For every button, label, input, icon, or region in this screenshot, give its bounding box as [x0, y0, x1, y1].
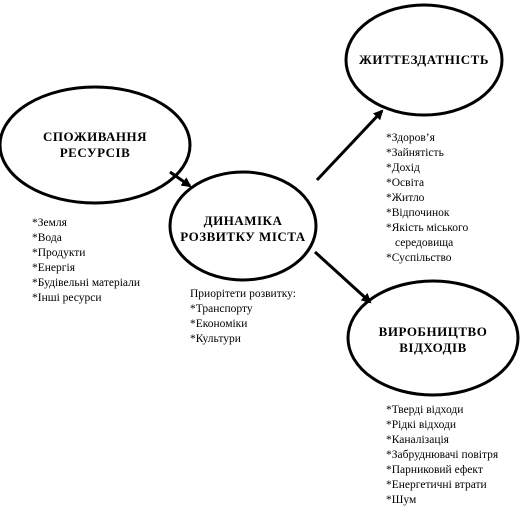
resources-title: СПОЖИВАННЯ РЕСУРСІВ: [0, 129, 190, 161]
list-item: *Освіта: [386, 177, 425, 189]
priorities-list: *Транспорту *Економіки *Культури: [190, 302, 253, 347]
list-item: *Якість міського: [386, 222, 469, 234]
list-item: *Земля: [32, 217, 67, 229]
dynamics-title-line2: РОЗВИТКУ МІСТА: [180, 229, 306, 244]
resources-title-line2: РЕСУРСІВ: [59, 145, 131, 160]
waste-ellipse: [346, 279, 520, 397]
arrow-dynamics-to-waste: [313, 250, 372, 304]
list-item: *Шум: [386, 494, 417, 506]
viability-title: ЖИТТЕЗДАТНІСТЬ: [346, 52, 502, 68]
waste-title-line2: ВІДХОДІВ: [399, 340, 467, 355]
list-item: *Інші ресурси: [32, 292, 102, 304]
resources-list: *Земля *Вода *Продукти *Енергія *Будівел…: [32, 216, 140, 306]
list-item: *Каналізація: [386, 434, 449, 446]
list-item: *Енергетичні втрати: [386, 479, 487, 491]
waste-list: *Тверді відходи *Рідкі відходи *Каналіза…: [386, 403, 498, 508]
resources-ellipse: [0, 85, 192, 205]
viability-ellipse: [344, 3, 504, 117]
list-item: *Дохід: [386, 162, 420, 174]
list-item: *Рідкі відходи: [386, 419, 457, 431]
list-item: *Відпочинок: [386, 207, 450, 219]
list-item: *Енергія: [32, 262, 75, 274]
list-item: *Суспільство: [386, 252, 452, 264]
resources-title-line1: СПОЖИВАННЯ: [42, 129, 148, 144]
dynamics-ellipse: [168, 170, 318, 282]
dynamics-title: ДИНАМІКА РОЗВИТКУ МІСТА: [170, 213, 316, 245]
arrow-resources-to-dynamics: [169, 170, 192, 188]
waste-title-line1: ВИРОБНИЦТВО: [378, 324, 488, 339]
list-item: *Культури: [190, 333, 241, 345]
priorities-title: Приорітети розвитку:: [190, 288, 296, 300]
list-item: *Транспорту: [190, 303, 253, 315]
list-item: *Економіки: [190, 318, 248, 330]
list-item: середовища: [395, 237, 454, 249]
arrow-dynamics-to-viability: [315, 109, 384, 182]
waste-title: ВИРОБНИЦТВО ВІДХОДІВ: [348, 324, 518, 356]
dynamics-title-line1: ДИНАМІКА: [203, 213, 283, 228]
list-item: *Продукти: [32, 247, 86, 259]
list-item: *Будівельні матеріали: [32, 277, 140, 289]
viability-list: *Здоров’я *Зайнятість *Дохід *Освіта *Жи…: [386, 131, 468, 266]
list-item: *Парниковий ефект: [386, 464, 483, 476]
list-item: *Житло: [386, 192, 425, 204]
list-item: *Здоров’я: [386, 132, 435, 144]
list-item: *Вода: [32, 232, 62, 244]
viability-title-text: ЖИТТЕЗДАТНІСТЬ: [359, 52, 489, 67]
list-item: *Забруднювачі повітря: [386, 449, 499, 461]
list-item: *Тверді відходи: [386, 404, 464, 416]
list-item: *Зайнятість: [386, 147, 444, 159]
